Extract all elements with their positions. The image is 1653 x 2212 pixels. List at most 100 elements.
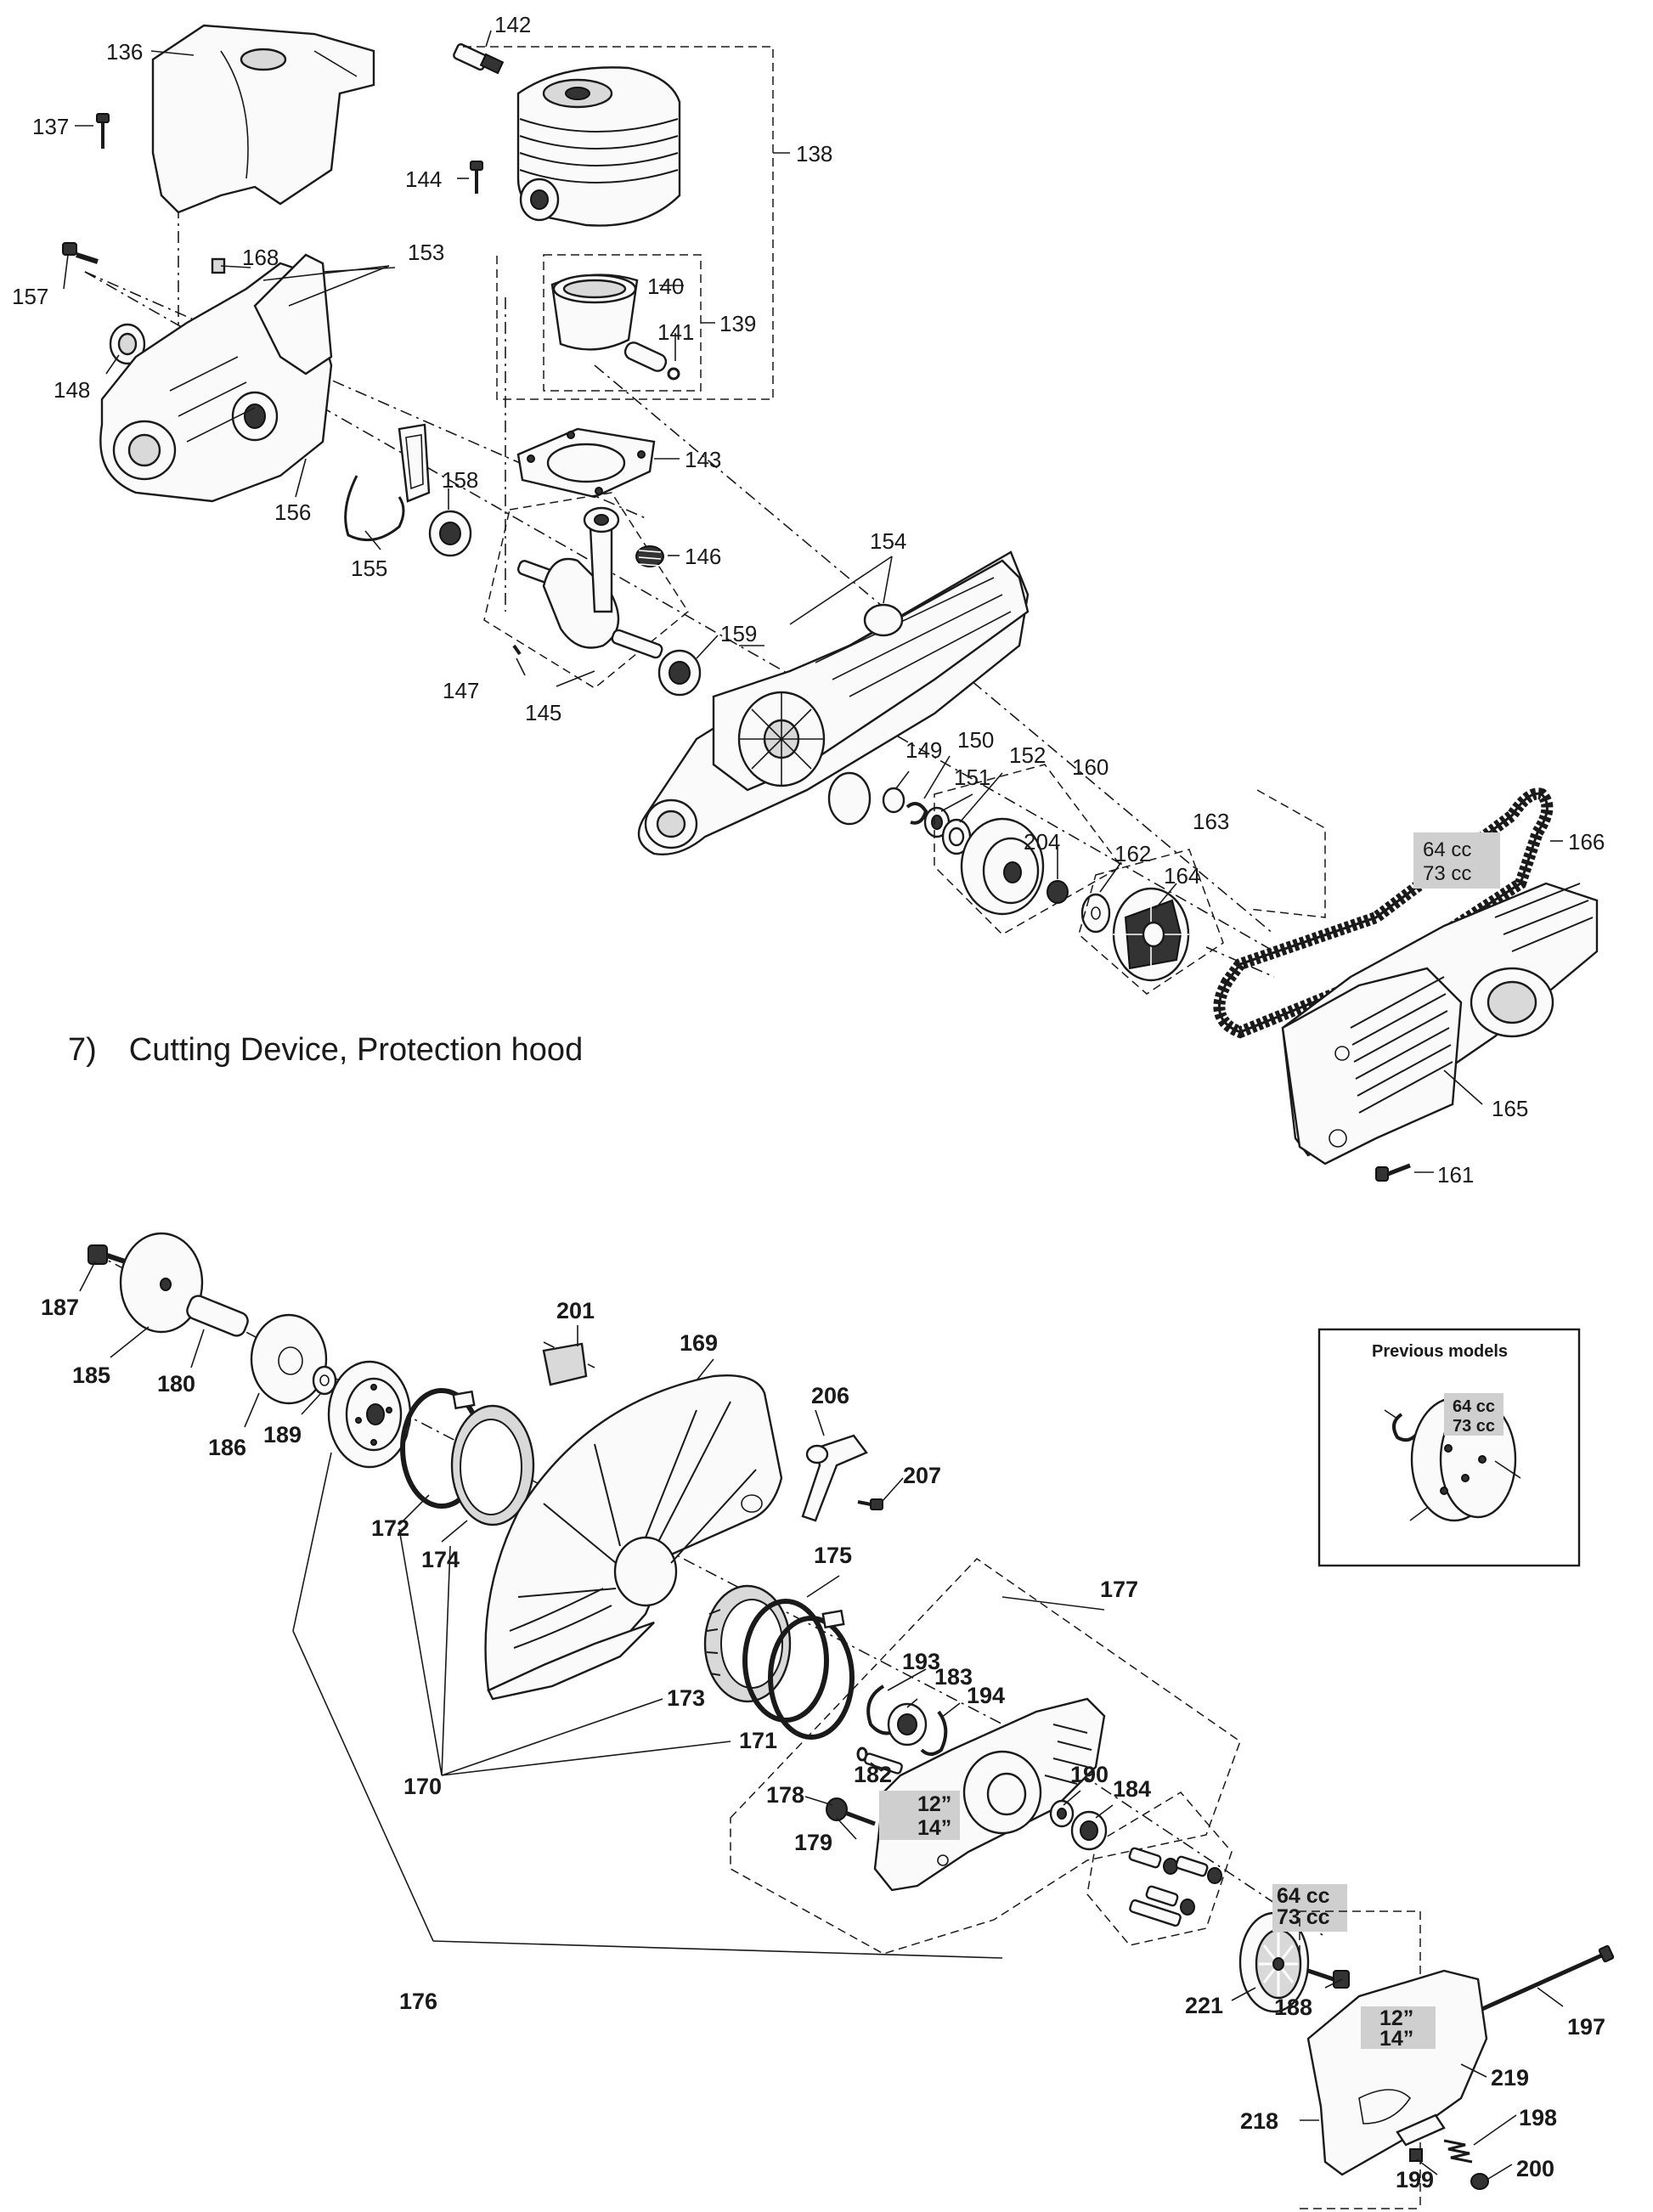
cutting-leader-lines	[79, 1261, 1564, 2180]
part-bearing-204	[1047, 880, 1069, 904]
label-160: 160	[1072, 754, 1109, 780]
label-171: 171	[739, 1728, 777, 1753]
part-outer-flange	[119, 1232, 204, 1334]
part-bearing-190	[1049, 1799, 1075, 1828]
label-159: 159	[720, 621, 757, 646]
label-184: 184	[1113, 1776, 1151, 1802]
label-176: 176	[399, 1989, 437, 2014]
inset-leader-3	[1494, 1460, 1521, 1479]
part-washers-149-152	[882, 787, 972, 855]
engine-assembly: 64 cc 73 cc	[12, 12, 1605, 1188]
label-173: 173	[667, 1685, 705, 1711]
part-bolt-179	[826, 1797, 876, 1826]
label-153: 153	[408, 240, 444, 265]
label-143: 143	[685, 447, 721, 472]
part-bolt-188	[1307, 1968, 1350, 1989]
part-screw-137	[96, 113, 110, 149]
label-145: 145	[525, 700, 561, 725]
label-186: 186	[208, 1435, 246, 1460]
part-piston-pin	[623, 341, 680, 381]
label-197: 197	[1567, 2014, 1605, 2040]
part-cover-219	[1306, 1969, 1488, 2176]
part-needle-bearing	[635, 545, 664, 567]
part-seal-148	[109, 323, 146, 365]
label-149: 149	[905, 737, 942, 763]
label-174: 174	[421, 1547, 460, 1572]
part-bearing-184	[1070, 1810, 1108, 1851]
label-163: 163	[1193, 809, 1229, 834]
leaders-170	[398, 1528, 731, 1776]
label-151: 151	[954, 765, 990, 790]
part-bearing-183	[887, 1702, 928, 1746]
label-204: 204	[1024, 829, 1060, 855]
label-140: 140	[647, 274, 684, 299]
part-long-bolt-197	[1481, 1951, 1607, 2012]
part-spark-plug	[453, 42, 505, 75]
part-bearing-158	[428, 510, 472, 557]
part-fan-cover	[151, 24, 375, 214]
part-crankshaft	[516, 506, 663, 659]
label-166: 166	[1568, 829, 1605, 855]
label-136: 136	[106, 39, 143, 65]
label-188: 188	[1274, 1995, 1312, 2020]
label-147: 147	[443, 678, 479, 703]
label-139: 139	[719, 311, 756, 336]
label-142: 142	[494, 12, 531, 37]
part-clamp-171	[768, 1609, 855, 1740]
part-screw-144	[470, 161, 483, 194]
label-144: 144	[405, 166, 442, 192]
part-drive-belt	[1213, 787, 1554, 1039]
label-193: 193	[902, 1649, 940, 1674]
part-clutch-drum	[960, 817, 1045, 916]
part-label-201	[542, 1342, 588, 1386]
part-handle-206	[801, 1434, 868, 1522]
part-crankcase	[99, 253, 333, 503]
part-screw-207	[857, 1498, 883, 1510]
blade-size-tag-cover-top: 12”	[1379, 2006, 1413, 2030]
label-201: 201	[556, 1298, 595, 1323]
inset-leader-2	[1409, 1507, 1428, 1521]
part-cutting-arm	[873, 1697, 1106, 1892]
label-148: 148	[54, 377, 90, 403]
label-185: 185	[72, 1363, 110, 1388]
label-198: 198	[1519, 2105, 1557, 2130]
label-178: 178	[766, 1782, 804, 1808]
part-belt-pulley-221	[1238, 1911, 1310, 2013]
label-190: 190	[1070, 1762, 1109, 1787]
label-138: 138	[796, 141, 832, 166]
part-cylinder-gasket	[516, 427, 656, 499]
label-165: 165	[1492, 1096, 1528, 1121]
blade-size-tag-arm-bg	[879, 1791, 960, 1840]
label-177: 177	[1100, 1577, 1138, 1602]
label-207: 207	[903, 1463, 941, 1488]
engine-leader-lines	[63, 30, 1563, 1173]
label-169: 169	[680, 1330, 718, 1356]
label-179: 179	[794, 1830, 832, 1855]
part-flange-186	[250, 1313, 328, 1405]
label-218: 218	[1240, 2108, 1278, 2134]
label-162: 162	[1114, 841, 1151, 866]
inset-leader-1	[1384, 1409, 1398, 1419]
label-194: 194	[967, 1683, 1005, 1708]
part-protection-hood	[484, 1374, 783, 1701]
label-152: 152	[1009, 742, 1046, 768]
part-bearing-159	[657, 649, 702, 697]
part-piston	[550, 274, 639, 351]
displacement-tag-top: 64 cc	[1423, 838, 1471, 861]
inset-cc-top: 64 cc	[1453, 1397, 1495, 1416]
inset-circlip	[1392, 1413, 1419, 1442]
label-141: 141	[657, 319, 694, 345]
label-154: 154	[870, 528, 906, 554]
label-187: 187	[41, 1295, 79, 1320]
label-161: 161	[1437, 1162, 1474, 1188]
part-bolt-157	[62, 242, 99, 264]
label-189: 189	[263, 1422, 302, 1447]
label-155: 155	[351, 556, 387, 581]
label-206: 206	[811, 1383, 849, 1408]
part-ring-174	[450, 1404, 535, 1526]
displacement-tag-lower-top: 64 cc	[1277, 1884, 1330, 1908]
label-221: 221	[1185, 1993, 1223, 2018]
inset-cc-bottom: 73 cc	[1453, 1417, 1495, 1436]
inset-title: Previous models	[1372, 1342, 1508, 1361]
